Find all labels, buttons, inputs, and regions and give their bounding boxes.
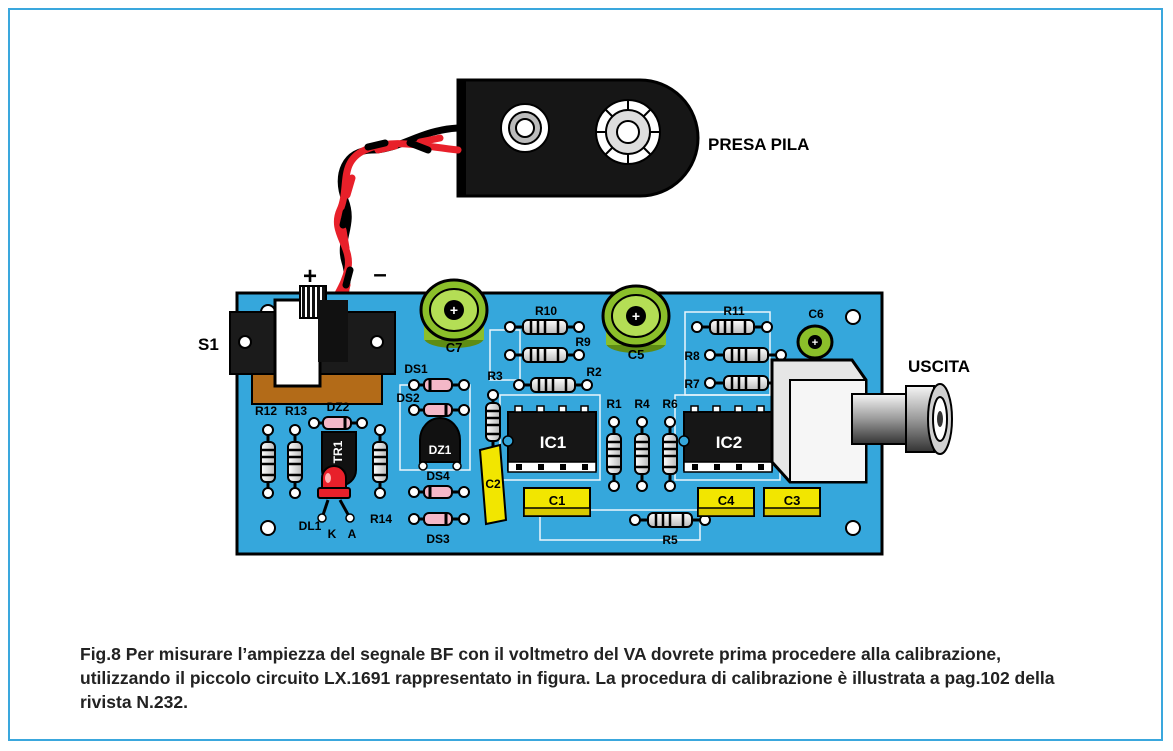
r13-label: R13 [285,404,307,418]
ic2-chip [678,405,773,473]
c7-label: C7 [446,340,463,355]
resistor-r10 [504,319,585,335]
resistor-r6 [662,416,678,492]
r12-label: R12 [255,404,277,418]
r3-label: R3 [487,369,503,383]
svg-text:+: + [812,337,818,349]
diode-ds3 [408,512,470,526]
capacitor-c7: + [419,278,489,348]
resistor-r13 [287,424,303,499]
r9-label: R9 [575,335,591,349]
c1-label: C1 [549,493,566,508]
diode-ds1 [408,378,470,392]
r11-label: R11 [723,304,745,318]
resistor-r4 [634,416,650,492]
capacitor-c3 [763,487,821,517]
diode-ds2 [408,403,470,417]
led-dl1 [317,465,355,523]
resistor-r8 [704,347,787,363]
diode-ds4 [408,485,470,499]
dz1-label: DZ1 [429,443,452,457]
diode-dz2 [308,416,368,430]
r1-label: R1 [606,397,622,411]
ic1-chip [502,405,597,473]
s1-label: S1 [198,335,219,354]
ic1-label: IC1 [540,433,566,452]
switch-s1 [229,285,396,405]
resistor-r2 [513,377,593,393]
capacitor-c4 [697,487,755,517]
capacitor-c2 [478,443,508,526]
capacitor-c6: + [796,324,834,360]
battery-wires [326,124,462,322]
battery-clip [456,78,700,198]
zener-dz1 [418,417,462,471]
c3-label: C3 [784,493,801,508]
resistor-r5 [629,512,711,528]
c4-label: C4 [718,493,735,508]
r5-label: R5 [662,533,678,547]
figure-caption: Fig.8 Per misurare l’ampiezza del segnal… [80,644,1055,712]
tr1-label: TR1 [331,440,345,463]
r7-label: R7 [684,377,700,391]
r4-label: R4 [634,397,650,411]
uscita-label: USCITA [908,357,970,376]
dl1-label: DL1 [299,519,322,533]
resistor-r9 [504,347,585,363]
resistor-r11 [691,319,773,335]
ds3-label: DS3 [426,532,450,546]
r2-label: R2 [586,365,602,379]
capacitor-c5: + [601,284,671,353]
led-k-label: K [328,527,337,541]
c5-label: C5 [628,347,645,362]
resistor-r14 [372,424,388,499]
plus-label: + [303,263,317,290]
ds1-label: DS1 [404,362,428,376]
resistor-r1 [606,416,622,492]
c6-label: C6 [808,307,824,321]
resistor-r3 [485,389,501,450]
r10-label: R10 [535,304,557,318]
bnc-connector [770,358,953,484]
r14-label: R14 [370,512,392,526]
led-a-label: A [348,527,357,541]
svg-text:+: + [450,302,458,318]
minus-label: – [373,261,386,288]
capacitor-c1 [523,487,591,517]
ds2-label: DS2 [396,391,420,405]
ic2-label: IC2 [716,433,742,452]
r6-label: R6 [662,397,678,411]
presa-pila-label: PRESA PILA [708,135,809,154]
ds4-label: DS4 [426,469,450,483]
circuit-figure: PRESA PILA S1 + – + C [198,78,970,556]
c2-label: C2 [485,477,501,491]
resistor-r12 [260,424,276,499]
r8-label: R8 [684,349,700,363]
dz2-label: DZ2 [327,400,350,414]
svg-text:+: + [632,308,640,324]
